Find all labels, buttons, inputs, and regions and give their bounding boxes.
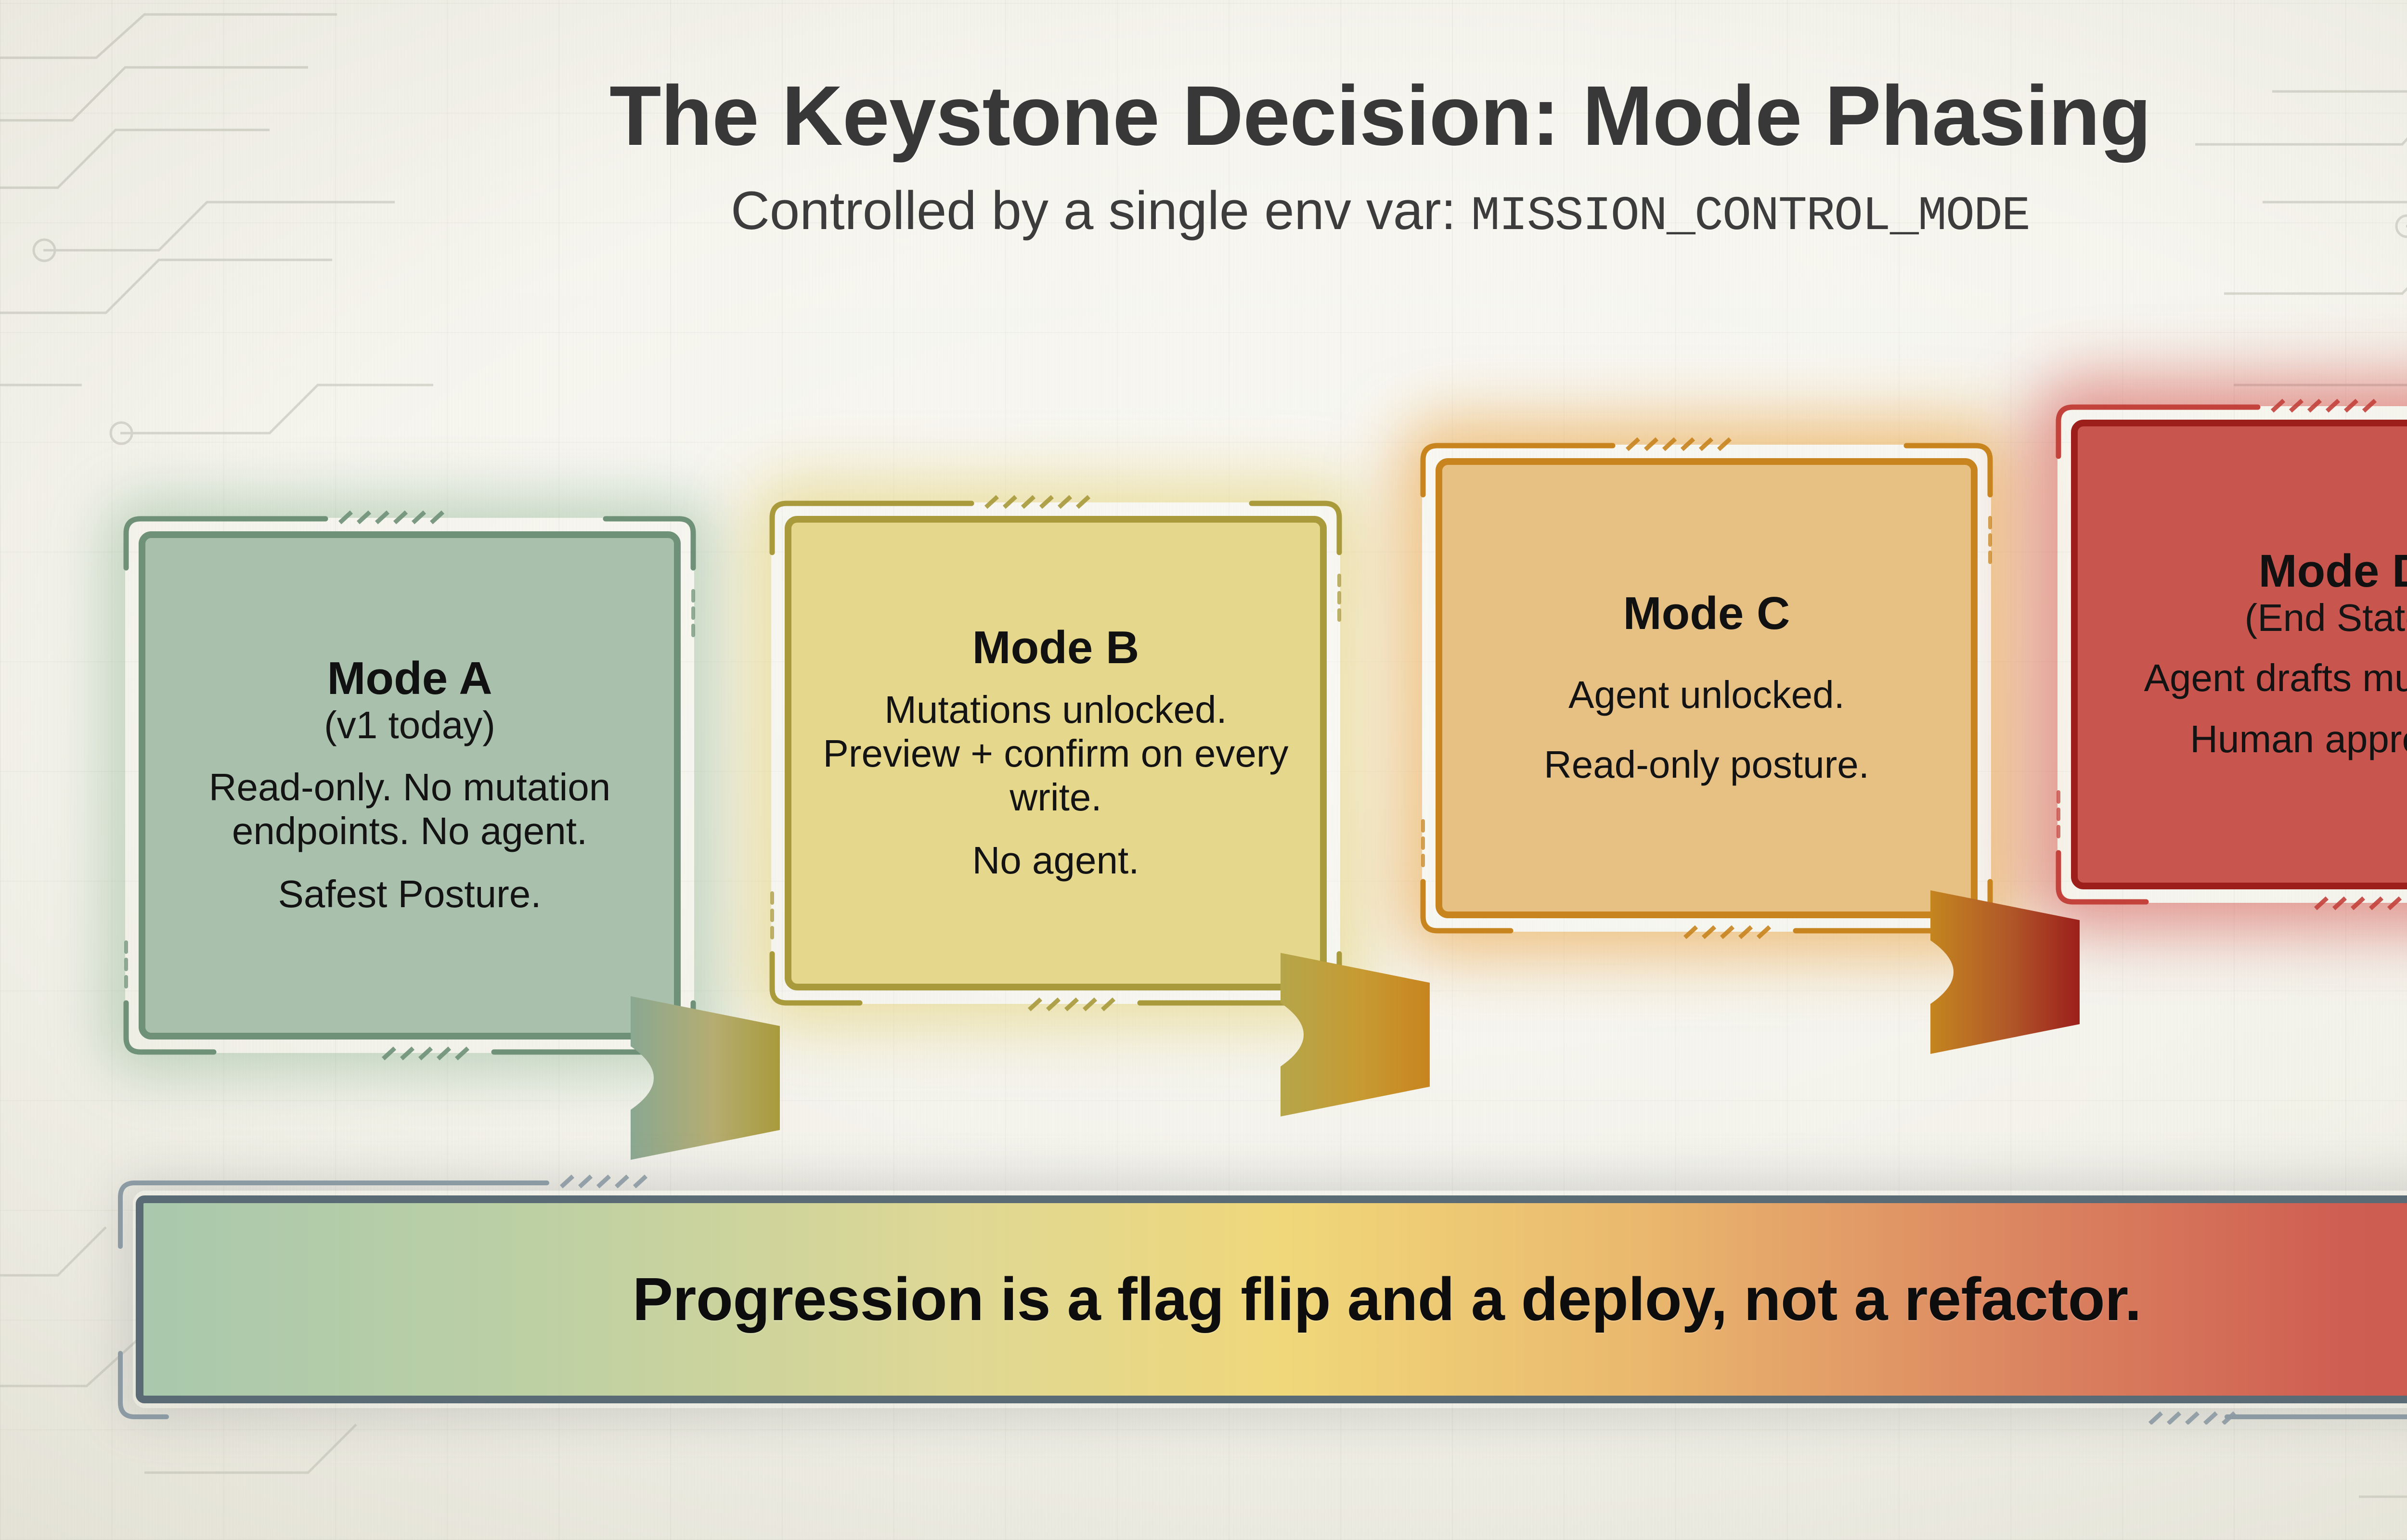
mode-c-body-2: Read-only posture. [1544, 743, 1869, 786]
connector-mode-b-to-mode-c [1281, 953, 1430, 1116]
mode-card-d-body[interactable]: Mode D (End State) Agent drafts mutation… [2071, 420, 2407, 889]
mode-d-subtitle: (End State) [2244, 596, 2407, 640]
banner-body[interactable]: Progression is a flag flip and a deploy,… [136, 1195, 2407, 1403]
mode-d-body-1: Agent drafts mutations. [2144, 656, 2407, 700]
mode-card-a[interactable]: Mode A (v1 today) Read-only. No mutation… [114, 506, 706, 1065]
subtitle-prefix: Controlled by a single env var: [731, 180, 1471, 241]
page-subtitle: Controlled by a single env var: MISSION_… [0, 182, 2407, 242]
mode-card-row: Mode A (v1 today) Read-only. No mutation… [0, 395, 2407, 1160]
mode-card-c-body[interactable]: Mode C Agent unlocked. Read-only posture… [1436, 458, 1978, 918]
mode-card-b[interactable]: Mode B Mutations unlocked. Preview + con… [760, 491, 1352, 1015]
mode-card-d[interactable]: Mode D (End State) Agent drafts mutation… [2046, 395, 2407, 914]
mode-a-title: Mode A [327, 652, 492, 704]
mode-b-body-2: No agent. [972, 839, 1139, 882]
mode-a-subtitle: (v1 today) [324, 703, 495, 746]
connector-mode-a-to-mode-b [631, 996, 780, 1160]
mode-c-body-1: Agent unlocked. [1568, 673, 1845, 716]
slide-header: The Keystone Decision: Mode Phasing Cont… [0, 72, 2407, 242]
mode-c-title: Mode C [1623, 587, 1790, 639]
banner-text: Progression is a flag flip and a deploy,… [632, 1265, 2142, 1333]
env-var-name: MISSION_CONTROL_MODE [1471, 190, 2031, 244]
mode-a-body-2: Safest Posture. [278, 872, 542, 915]
mode-b-body-1: Mutations unlocked. Preview + confirm on… [823, 688, 1289, 819]
mode-d-body-2: Human approves. [2190, 718, 2407, 761]
connector-mode-c-to-mode-d [1930, 890, 2080, 1054]
page-title: The Keystone Decision: Mode Phasing [609, 69, 2151, 163]
mode-card-a-body[interactable]: Mode A (v1 today) Read-only. No mutation… [139, 531, 681, 1040]
mode-a-body-1: Read-only. No mutation endpoints. No age… [208, 765, 611, 852]
mode-card-b-body[interactable]: Mode B Mutations unlocked. Preview + con… [785, 516, 1327, 990]
mode-card-c[interactable]: Mode C Agent unlocked. Read-only posture… [1411, 433, 2003, 943]
summary-banner[interactable]: Progression is a flag flip and a deploy,… [114, 1174, 2407, 1424]
mode-b-title: Mode B [972, 621, 1139, 673]
mode-d-title: Mode D [2258, 545, 2407, 597]
